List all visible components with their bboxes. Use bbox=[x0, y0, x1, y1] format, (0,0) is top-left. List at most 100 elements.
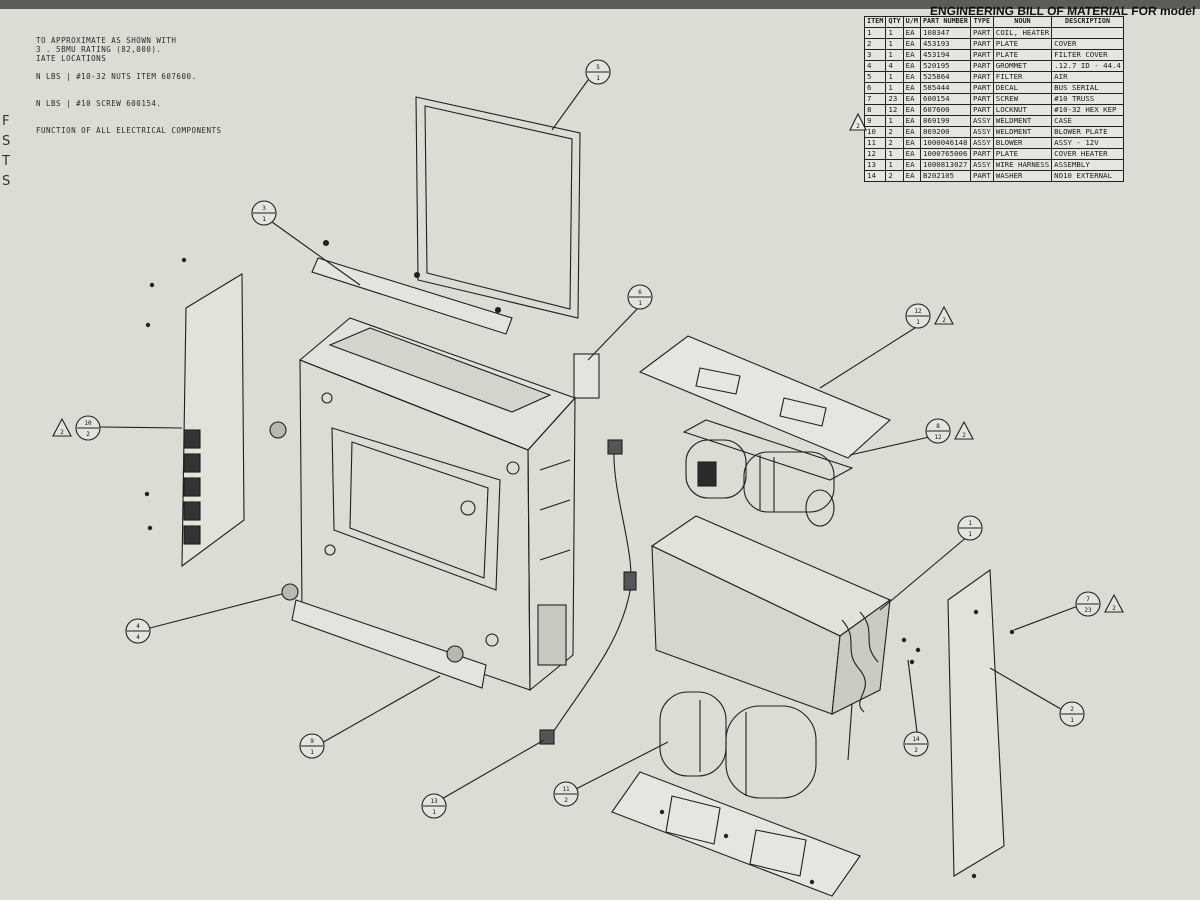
margin-char: F bbox=[2, 114, 10, 129]
balloon-item-number: 11 bbox=[562, 786, 570, 793]
revision-triangle-icon: 2 bbox=[849, 112, 867, 131]
harness-connector bbox=[623, 571, 637, 591]
balloon-revision: 2 bbox=[1112, 605, 1116, 612]
note-line: N LBS | #10-32 NUTS ITEM 607600. bbox=[36, 72, 197, 81]
balloon-revision: 2 bbox=[962, 432, 966, 439]
note-line: TO APPROXIMATE AS SHOWN WITH bbox=[36, 36, 177, 45]
balloon-item-number: 7 bbox=[1086, 596, 1090, 603]
balloon-item-number: 14 bbox=[912, 736, 920, 743]
balloon-item-9: 91 bbox=[299, 733, 325, 759]
balloon-item-number: 9 bbox=[310, 738, 314, 745]
heater-cover-plate bbox=[638, 335, 892, 459]
balloon-item-7: 7 23 2 bbox=[1075, 591, 1124, 617]
balloon-item-4: 44 bbox=[125, 618, 151, 644]
revision-triangle-icon bbox=[934, 305, 954, 325]
balloon-quantity: 1 bbox=[1070, 717, 1074, 724]
revision-triangle-icon bbox=[1104, 593, 1124, 613]
balloon-item-6: 61 bbox=[627, 284, 653, 310]
balloon-revision: 2 bbox=[60, 429, 64, 436]
drawing-notes: TO APPROXIMATE AS SHOWN WITH 3 . 5BMU RA… bbox=[36, 36, 222, 135]
case-weldment bbox=[298, 317, 576, 692]
blower-assembly-lower bbox=[659, 691, 817, 799]
margin-char: S bbox=[2, 134, 11, 149]
blower-assembly-upper bbox=[682, 419, 854, 527]
balloon-item-14: 14 2 bbox=[903, 731, 929, 757]
blower-plate-lower bbox=[611, 771, 861, 897]
balloon-quantity: 1 bbox=[968, 531, 972, 538]
balloon-quantity: 1 bbox=[432, 809, 436, 816]
balloon-quantity: 1 bbox=[638, 300, 642, 307]
balloon-item-number: 2 bbox=[1070, 706, 1074, 713]
balloon-item-3: 31 bbox=[251, 200, 277, 226]
wire-harness bbox=[547, 447, 632, 741]
balloon-quantity: 12 bbox=[934, 434, 942, 441]
bom-cell: EA bbox=[902, 27, 921, 39]
side-cover-plate-left bbox=[181, 273, 245, 568]
bom-cell: EA bbox=[902, 71, 921, 83]
heater-coil bbox=[650, 515, 892, 761]
balloon-item-1: 11 bbox=[957, 515, 983, 541]
filter-part bbox=[415, 96, 581, 319]
note-line: 3 . 5BMU RATING (82,000). bbox=[36, 45, 162, 54]
margin-char: T bbox=[2, 154, 10, 169]
balloon-item-number: 6 bbox=[638, 289, 642, 296]
balloon-quantity: 2 bbox=[914, 747, 918, 754]
bom-cell: EA bbox=[902, 170, 921, 182]
note-line: FUNCTION OF ALL ELECTRICAL COMPONENTS bbox=[36, 126, 222, 135]
balloon-item-number: 10 bbox=[84, 420, 92, 427]
case-bottom-rail bbox=[291, 599, 487, 689]
balloon-item-number: 1 bbox=[968, 520, 972, 527]
balloon-item-number: 4 bbox=[136, 623, 140, 630]
grommet-part bbox=[446, 645, 464, 663]
balloon-item-5: 51 bbox=[585, 59, 611, 85]
balloon-item-10: 10 2 2 bbox=[52, 415, 101, 441]
grommet-part bbox=[269, 421, 287, 439]
balloon-quantity: 23 bbox=[1084, 607, 1092, 614]
balloon-quantity: 1 bbox=[916, 319, 920, 326]
side-cover-plate-right bbox=[947, 568, 1005, 877]
balloon-quantity: 4 bbox=[136, 634, 140, 641]
balloon-item-number: 8 bbox=[936, 423, 940, 430]
balloon-quantity: 1 bbox=[262, 216, 266, 223]
leader-lines bbox=[99, 79, 1079, 801]
balloon-item-8: 8 12 2 bbox=[925, 418, 974, 444]
revision-mark: 2 bbox=[856, 123, 860, 130]
balloon-quantity: 2 bbox=[86, 431, 90, 438]
bom-cell: B202105 bbox=[919, 170, 971, 182]
bill-of-material-table: ITEM QTY U/M PART NUMBER TYPE NOUN DESCR… bbox=[863, 16, 1124, 182]
balloon-item-number: 13 bbox=[430, 798, 438, 805]
bom-cell: WASHER bbox=[992, 170, 1053, 182]
harness-connector bbox=[607, 439, 623, 455]
harness-connector bbox=[539, 729, 555, 745]
balloon-item-11: 11 2 bbox=[553, 781, 579, 807]
balloon-item-number: 12 bbox=[914, 308, 922, 315]
grommet-part bbox=[281, 583, 299, 601]
balloon-item-number: 3 bbox=[262, 205, 266, 212]
bom-header-um: U/M bbox=[902, 16, 921, 28]
balloon-quantity: 1 bbox=[310, 749, 314, 756]
note-line: IATE LOCATIONS bbox=[36, 54, 107, 63]
decal-part bbox=[573, 353, 600, 399]
top-edge-bar bbox=[0, 0, 1200, 9]
left-margin-fragments: F S T S bbox=[2, 112, 10, 192]
balloon-item-2: 21 bbox=[1059, 701, 1085, 727]
screw-hardware bbox=[144, 257, 1015, 885]
balloon-quantity: 2 bbox=[564, 797, 568, 804]
bom-cell: NO10 EXTERNAL bbox=[1051, 170, 1124, 182]
balloon-item-number: 5 bbox=[596, 64, 600, 71]
balloon-item-13: 13 1 bbox=[421, 793, 447, 819]
balloon-revision: 2 bbox=[942, 317, 946, 324]
bom-cell: 14 bbox=[863, 170, 887, 182]
revision-triangle-icon bbox=[52, 417, 72, 437]
note-line: N LBS | #10 SCREW 600154. bbox=[36, 99, 162, 108]
